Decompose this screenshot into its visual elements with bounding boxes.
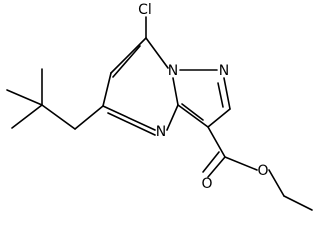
bond-c7-c6-double xyxy=(112,45,141,78)
bond-c6-c5 xyxy=(102,72,112,107)
bond-n2-c2 xyxy=(223,77,231,110)
bond-c3-c3a xyxy=(177,104,209,128)
bond-ccarbonyl-o-ester xyxy=(224,156,258,171)
bond-n4-c3a xyxy=(166,104,179,131)
bond-c7-c6 xyxy=(110,37,147,74)
bond-c2-c3 xyxy=(207,108,231,128)
bond-ch2-ch3 xyxy=(283,195,313,211)
bond-c3a-n1 xyxy=(172,77,179,106)
bond-c3-ccarbonyl xyxy=(207,126,226,158)
pyrazole-ring xyxy=(177,69,231,128)
label-masks xyxy=(134,0,269,191)
bond-c5-n4-double xyxy=(107,112,156,136)
bond-cq-me-bottom xyxy=(11,104,43,129)
bond-o-ch2 xyxy=(268,169,285,197)
bond-c3-c3a-double xyxy=(181,103,204,121)
atom-label-chlorine: Cl xyxy=(138,2,152,18)
atom-label-nitrogen-bridge: N xyxy=(168,63,178,79)
atom-labels: Cl N N N O O xyxy=(138,2,268,192)
bond-cq-me-left xyxy=(6,89,43,106)
pyrimidine-ring xyxy=(102,16,179,136)
bond-c7-n1 xyxy=(145,37,169,69)
chemical-structure-diagram: Cl N N N O O xyxy=(6,0,313,211)
bond-c5-ch2 xyxy=(74,105,104,130)
atom-label-nitrogen-pyrazole: N xyxy=(219,63,229,79)
atom-label-oxygen-ester: O xyxy=(257,163,268,179)
bond-ch2-cq xyxy=(41,104,76,130)
atom-label-oxygen-carbonyl: O xyxy=(201,176,212,192)
atom-label-nitrogen-pyrimidine: N xyxy=(156,124,166,140)
bond-n2-c2-double xyxy=(217,82,224,108)
bond-ccarbonyl-o-double-b xyxy=(202,151,220,173)
ethyl-ester-group xyxy=(202,126,313,211)
bond-c5-n4 xyxy=(102,105,156,131)
bond-ccarbonyl-o-double-a xyxy=(207,156,226,178)
neopentyl-group xyxy=(6,68,104,130)
